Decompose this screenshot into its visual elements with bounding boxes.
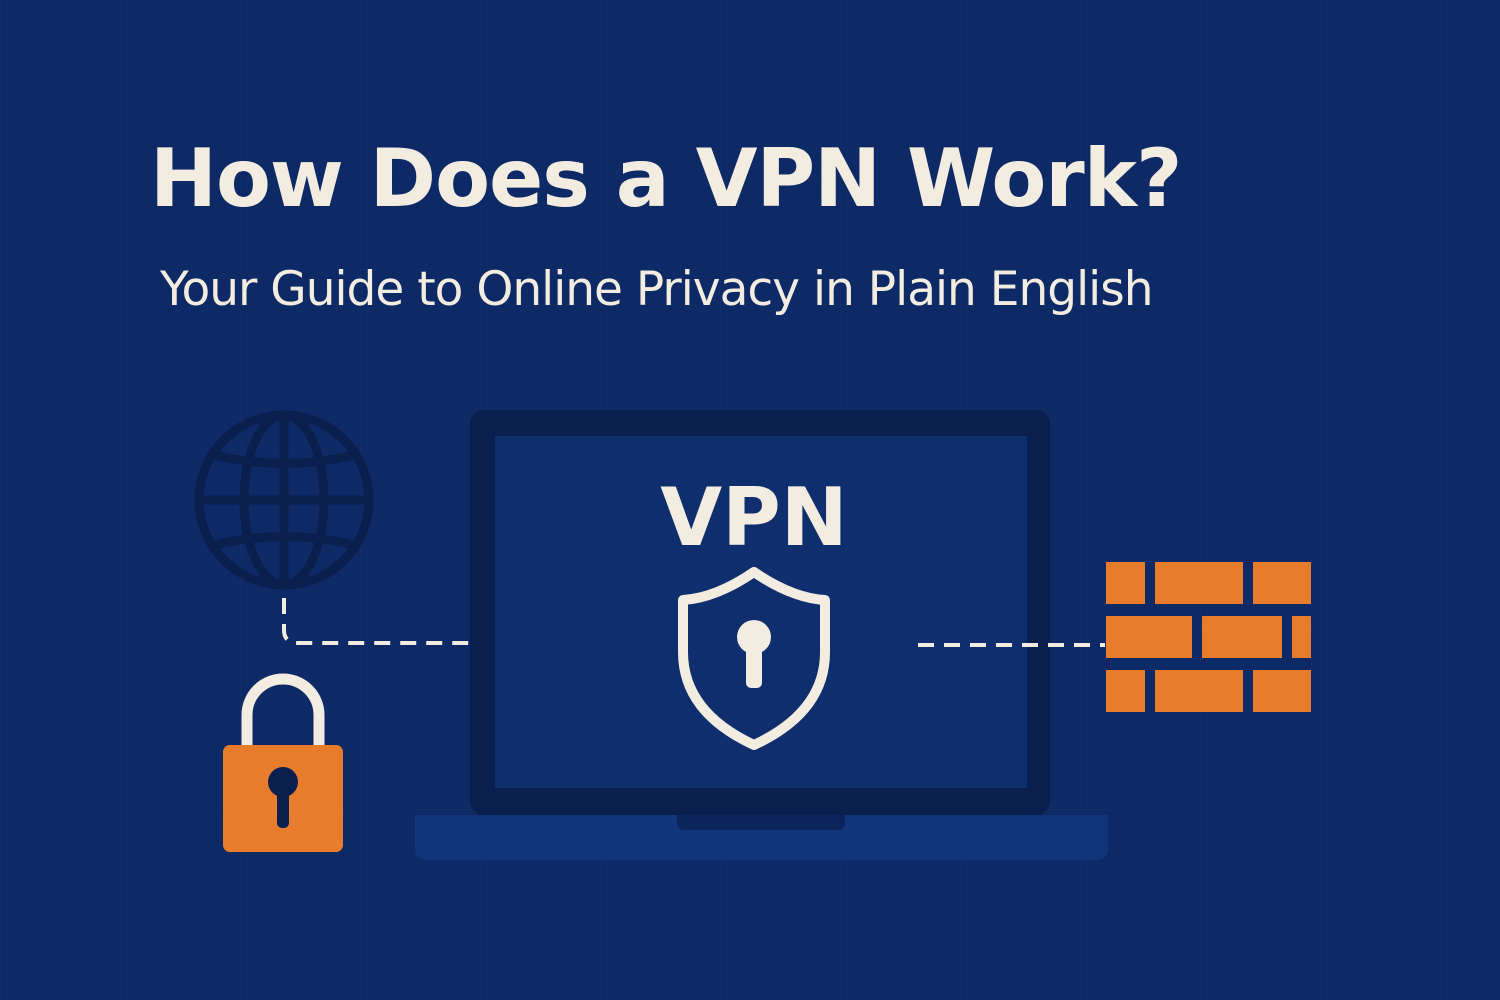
vpn-screen-label: VPN (660, 471, 848, 564)
shield-keyhole-icon (678, 567, 830, 750)
laptop-icon (415, 410, 1108, 860)
page-title: How Does a VPN Work? (150, 132, 1182, 225)
padlock-icon (223, 673, 343, 852)
page-subtitle: Your Guide to Online Privacy in Plain En… (160, 262, 1153, 317)
brick-firewall-icon (1106, 562, 1311, 712)
connection-line-left (282, 598, 470, 645)
globe-icon (194, 410, 374, 590)
